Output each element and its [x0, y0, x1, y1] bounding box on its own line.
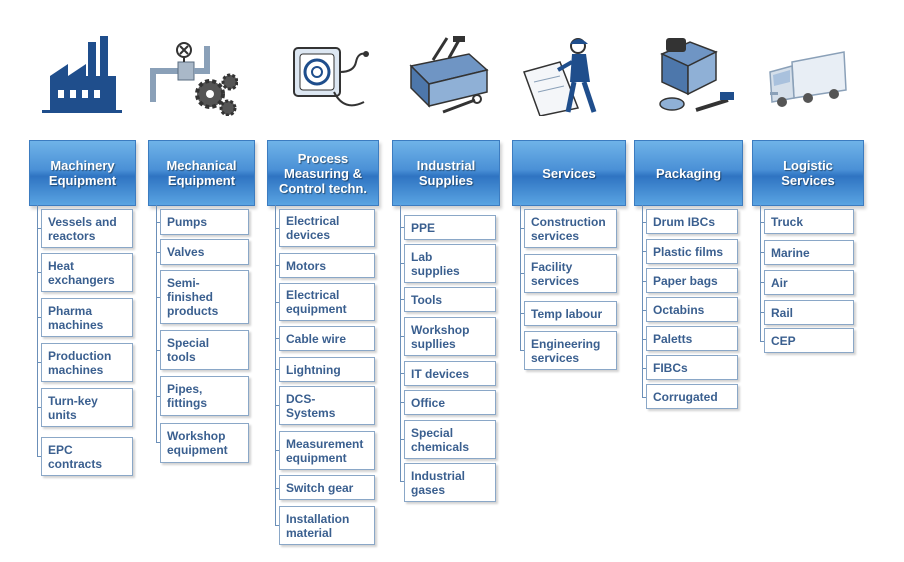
- item-cep[interactable]: CEP: [764, 328, 854, 353]
- item-pumps[interactable]: Pumps: [160, 209, 249, 235]
- item-measurement-equipment[interactable]: Measurement equipment: [279, 431, 375, 470]
- engineer-blueprint-icon: [520, 32, 610, 117]
- item-construction-services[interactable]: Construction services: [524, 209, 617, 248]
- header-industrial[interactable]: Industrial Supplies: [392, 140, 500, 206]
- header-machinery[interactable]: Machinery Equipment: [29, 140, 136, 206]
- item-valves[interactable]: Valves: [160, 239, 249, 265]
- item-tools[interactable]: Tools: [404, 287, 496, 312]
- item-dcs-systems[interactable]: DCS- Systems: [279, 386, 375, 425]
- item-installation-material[interactable]: Installation material: [279, 506, 375, 545]
- gauge-sensor-icon: [284, 32, 374, 116]
- packaging-boxes-icon: [650, 32, 740, 116]
- item-fibcs[interactable]: FIBCs: [646, 355, 738, 380]
- item-lab-supplies[interactable]: Lab supplies: [404, 244, 496, 283]
- item-semi-finished-products[interactable]: Semi- finished products: [160, 270, 249, 324]
- item-workshop-equipment[interactable]: Workshop equipment: [160, 423, 249, 463]
- item-corrugated[interactable]: Corrugated: [646, 384, 738, 409]
- item-pharma-machines[interactable]: Pharma machines: [41, 298, 133, 337]
- item-switch-gear[interactable]: Switch gear: [279, 475, 375, 500]
- item-office[interactable]: Office: [404, 390, 496, 415]
- item-octabins[interactable]: Octabins: [646, 297, 738, 322]
- item-rail[interactable]: Rail: [764, 300, 854, 325]
- item-lightning[interactable]: Lightning: [279, 357, 375, 382]
- item-epc-contracts[interactable]: EPC contracts: [41, 437, 133, 476]
- item-marine[interactable]: Marine: [764, 240, 854, 265]
- item-heat-exchangers[interactable]: Heat exchangers: [41, 253, 133, 292]
- header-mechanical[interactable]: Mechanical Equipment: [148, 140, 255, 206]
- item-cable-wire[interactable]: Cable wire: [279, 326, 375, 351]
- item-special-tools[interactable]: Special tools: [160, 330, 249, 370]
- item-drum-ibcs[interactable]: Drum IBCs: [646, 209, 738, 234]
- item-special-chemicals[interactable]: Special chemicals: [404, 420, 496, 459]
- item-truck[interactable]: Truck: [764, 209, 854, 234]
- item-electrical-devices[interactable]: Electrical devices: [279, 209, 375, 247]
- item-paper-bags[interactable]: Paper bags: [646, 268, 738, 293]
- item-facility-services[interactable]: Facility services: [524, 254, 617, 293]
- item-paletts[interactable]: Paletts: [646, 326, 738, 351]
- item-it-devices[interactable]: IT devices: [404, 361, 496, 386]
- item-production-machines[interactable]: Production machines: [41, 343, 133, 382]
- item-engineering-services[interactable]: Engineering services: [524, 331, 617, 370]
- item-electrical-equipment[interactable]: Electrical equipment: [279, 283, 375, 321]
- item-air[interactable]: Air: [764, 270, 854, 295]
- item-turn-key-units[interactable]: Turn-key units: [41, 388, 133, 427]
- factory-icon: [38, 32, 128, 116]
- toolbox-icon: [403, 32, 493, 116]
- item-vessels-and-reactors[interactable]: Vessels and reactors: [41, 209, 133, 248]
- item-industrial-gases[interactable]: Industrial gases: [404, 463, 496, 502]
- item-pipes-fittings[interactable]: Pipes, fittings: [160, 376, 249, 416]
- header-services[interactable]: Services: [512, 140, 626, 206]
- header-packaging[interactable]: Packaging: [634, 140, 743, 206]
- header-logistic[interactable]: Logistic Services: [752, 140, 864, 206]
- valve-gears-icon: [148, 32, 239, 117]
- truck-icon: [764, 32, 854, 116]
- header-process[interactable]: Process Measuring & Control techn.: [267, 140, 379, 206]
- item-workshop-supllies[interactable]: Workshop supllies: [404, 317, 496, 356]
- item-ppe[interactable]: PPE: [404, 215, 496, 240]
- item-motors[interactable]: Motors: [279, 253, 375, 278]
- item-plastic-films[interactable]: Plastic films: [646, 239, 738, 264]
- item-temp-labour[interactable]: Temp labour: [524, 301, 617, 326]
